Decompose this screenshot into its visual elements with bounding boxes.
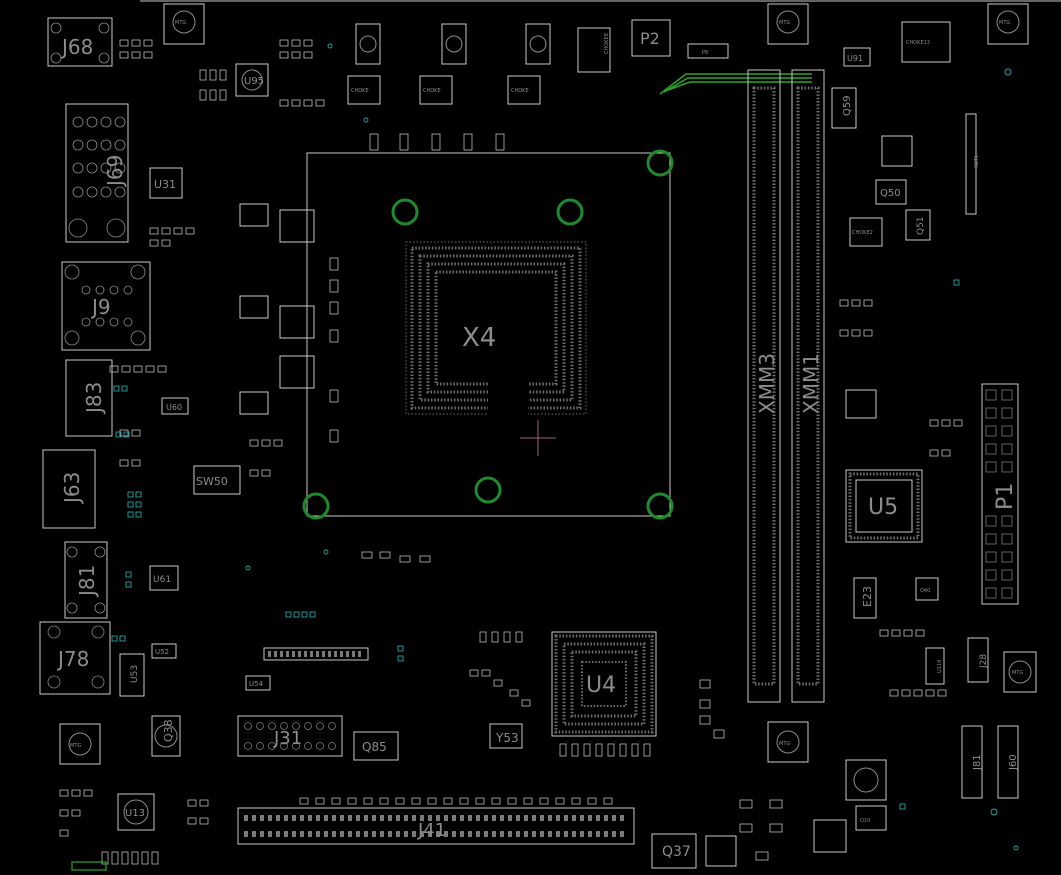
u5-label: U5	[868, 495, 898, 520]
x4-label: X4	[462, 323, 496, 353]
u31-label: U31	[154, 178, 176, 191]
u52-label: U52	[155, 648, 169, 656]
bottom-connectors: J31 J41	[237, 647, 635, 845]
u91-label: U91	[847, 54, 863, 63]
u54-label: U54	[249, 680, 264, 688]
dimm-slots: XMM3 XMM1	[747, 69, 825, 703]
chipset-u4: U4 Y53 Q85 Q37	[353, 631, 737, 869]
u60-label: U60	[166, 403, 182, 412]
y53-label: Y53	[495, 731, 519, 745]
mtg6-label: MTG	[779, 741, 790, 747]
mtg2-label: MTG	[70, 743, 81, 749]
e23-label: E23	[861, 586, 874, 607]
q40-label: Q40	[920, 588, 930, 594]
u95-label: U95	[244, 76, 264, 87]
j78-label: J78	[56, 647, 89, 671]
u4-label: U4	[586, 673, 616, 698]
xmm3-label: XMM3	[755, 353, 779, 414]
q50-label: Q50	[880, 188, 901, 199]
j63-label: J63	[60, 472, 84, 505]
q10-label: Q10	[860, 818, 870, 824]
choke-label-3: CHOKE	[511, 88, 529, 94]
smd-passives	[59, 39, 963, 865]
j81b-label: J81	[972, 754, 983, 771]
sw50-label: SW50	[196, 475, 228, 488]
q85-label: Q85	[362, 740, 387, 754]
choke2-label: CHOKE2	[852, 230, 873, 236]
j41-label: J41	[417, 820, 446, 841]
p1-label: P1	[993, 483, 1018, 510]
j83-label: J83	[82, 382, 106, 415]
q59-label: Q59	[842, 95, 853, 116]
u13-label: U13	[125, 808, 145, 819]
mtg4-label: MTG	[999, 20, 1010, 26]
u53-label: U53	[130, 665, 140, 683]
q37-label: Q37	[662, 844, 691, 860]
u61-label: U61	[153, 575, 171, 585]
green-pad-strip	[71, 861, 107, 871]
j28-label: J28	[979, 654, 989, 669]
choke13-label: CHOKE13	[906, 40, 930, 46]
mtg1-label: MTG	[175, 20, 186, 26]
p2-label: P2	[640, 29, 660, 48]
cpu-socket: X4	[302, 149, 674, 520]
j68-label: J68	[60, 35, 93, 59]
choke-label-2: CHOKE	[423, 88, 441, 94]
p8-label: P8	[702, 50, 708, 56]
j31-label: J31	[273, 728, 302, 749]
j60-label: J60	[1008, 754, 1019, 771]
top-traces	[659, 73, 812, 95]
j69-label: J69	[103, 155, 127, 188]
mtg3-label: MTG	[779, 20, 790, 26]
xmm1-label: XMM1	[799, 353, 823, 414]
right-components: U5 P1 Q59 Q50 Q51 U91 XBT1 E23 Q40	[767, 3, 1037, 853]
q51-label: Q51	[916, 216, 926, 235]
rear-io-connectors: J68 J69 J9 J83 J63 J81 J78	[39, 17, 151, 695]
choke8-label: CHOKE8	[604, 33, 610, 54]
choke-label-1: CHOKE	[351, 88, 369, 94]
u119-label: U119	[937, 660, 943, 673]
j9-label: J9	[90, 295, 111, 319]
vias	[111, 43, 1019, 851]
xbt1-label: XBT1	[974, 155, 980, 168]
top-chokes: CHOKE CHOKE CHOKE CHOKE8 P2 P8 CHOKE13 C…	[347, 19, 951, 247]
q38-label: Q38	[162, 719, 175, 742]
mtg5-label: MTG	[1012, 670, 1023, 676]
left-ics: U95 U31 U60 SW50 U61 U52 U54 U13 Q38 U53…	[59, 3, 315, 831]
j81-label: J81	[75, 565, 99, 598]
